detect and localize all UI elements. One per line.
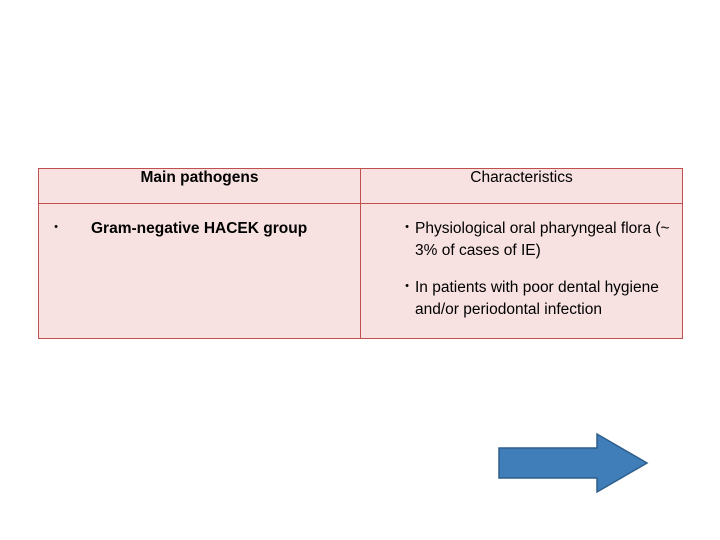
list-item: • Physiological oral pharyngeal flora (~… <box>367 218 674 263</box>
right-arrow-shape <box>498 432 649 494</box>
header-label-main-pathogens: Main pathogens <box>140 169 259 186</box>
cell-characteristics: • Physiological oral pharyngeal flora (~… <box>360 203 683 339</box>
cell-main-pathogens: • Gram-negative HACEK group <box>38 203 361 339</box>
list-item: • In patients with poor dental hygiene a… <box>367 277 674 322</box>
table-header-row: Main pathogens Characteristics <box>38 168 683 204</box>
right-bullet-list: • Physiological oral pharyngeal flora (~… <box>361 204 682 338</box>
right-arrow-container <box>497 432 649 494</box>
pathogen-table-container: Main pathogens Characteristics • Gram-ne… <box>38 168 683 339</box>
bullet-icon: • <box>54 221 58 233</box>
header-cell-main-pathogens: Main pathogens <box>38 168 361 204</box>
characteristic-text: In patients with poor dental hygiene and… <box>415 278 659 319</box>
bullet-icon: • <box>405 279 409 292</box>
right-arrow-icon <box>498 432 649 494</box>
header-cell-characteristics: Characteristics <box>360 168 683 204</box>
list-item: • Gram-negative HACEK group <box>47 218 354 240</box>
left-bullet-list: • Gram-negative HACEK group <box>39 204 360 250</box>
bullet-icon: • <box>405 221 409 233</box>
pathogen-table: Main pathogens Characteristics • Gram-ne… <box>38 168 683 339</box>
header-label-characteristics: Characteristics <box>470 169 573 186</box>
characteristic-text: Physiological oral pharyngeal flora (~ 3… <box>415 220 670 260</box>
table-row: • Gram-negative HACEK group • Physiologi… <box>38 203 683 339</box>
pathogen-name: Gram-negative HACEK group <box>91 220 308 237</box>
